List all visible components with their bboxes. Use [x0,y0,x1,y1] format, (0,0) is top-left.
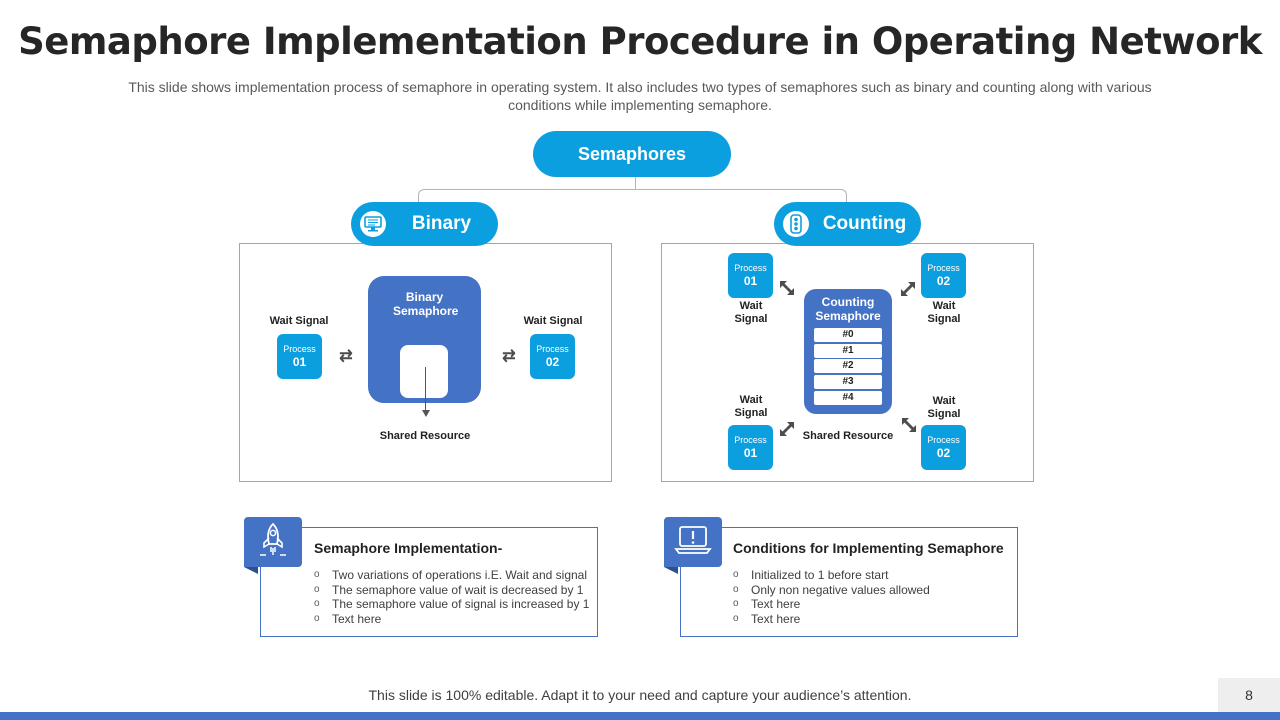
list-item-text: The semaphore value of wait is decreased… [332,582,584,597]
binary-resource-arrowhead [422,410,430,417]
conditions-card-title: Conditions for Implementing Semaphore [733,540,1004,556]
computer-icon [360,211,386,237]
bullet-icon: o [314,583,320,595]
counting-slot: #4 [814,391,882,405]
implementation-card-list: o Two variations of operations i.E. Wait … [314,568,594,626]
counting-slot: #1 [814,344,882,358]
bullet-icon: o [314,569,320,580]
conditions-card [680,527,1018,637]
process-number: 01 [743,274,758,288]
implementation-card-tab [244,517,302,567]
process-number: 02 [936,274,951,288]
root-label: Semaphores [577,143,687,164]
binary-pill: Binary [351,202,498,246]
list-item: o Text here [733,612,1013,627]
rocket-icon [256,522,290,563]
binary-semaphore-box: Binary Semaphore [368,276,481,403]
list-item-text: Only non negative values allowed [751,582,930,597]
conditions-card-tab [664,517,722,567]
list-item-text: Text here [751,611,801,626]
counting-top-right-arrows [901,282,915,296]
counting-process-bottom-right: Process 02 [921,425,966,470]
root-connector-branch [418,189,847,204]
process-label: Process [927,263,960,273]
semaphores-root-pill: Semaphores [533,131,731,177]
binary-shared-resource-label: Shared Resource [379,430,471,442]
list-item: o Two variations of operations i.E. Wait … [314,568,594,583]
traffic-light-icon [783,211,809,237]
binary-right-exchange-arrows: ⇄ [502,348,516,365]
list-item: o Initialized to 1 before start [733,568,1013,583]
binary-left-exchange-arrows: ⇄ [339,348,353,365]
binary-process-01: Process 01 [277,334,322,379]
footer-note: This slide is 100% editable. Adapt it to… [368,687,912,703]
implementation-card [260,527,598,637]
counting-slot: #0 [814,328,882,342]
list-item-text: Two variations of operations i.E. Wait a… [332,568,588,582]
binary-process-02: Process 02 [530,334,575,379]
process-number: 02 [545,355,560,369]
binary-resource-arrow [425,367,426,411]
bullet-icon: o [733,598,739,609]
binary-label: Binary [411,213,472,234]
counting-shared-resource-label: Shared Resource [802,430,894,442]
conditions-card-fold [664,567,678,574]
list-item: o Only non negative values allowed [733,583,1013,598]
binary-slot [400,345,448,398]
binary-left-wait-label: Wait Signal [269,315,329,327]
counting-semaphore-box: Counting Semaphore #0 #1 #2 #3 #4 [804,289,892,414]
counting-label: Counting [822,213,907,234]
implementation-card-title: Semaphore Implementation- [314,540,503,556]
counting-process-top-left: Process 01 [728,253,773,298]
counting-slot: #2 [814,359,882,373]
process-number: 01 [743,446,758,460]
counting-bottom-right-arrows [902,418,916,432]
list-item: o Text here [733,597,1013,612]
process-label: Process [536,344,569,354]
bottom-accent-bar [0,712,1280,720]
counting-process-top-right: Process 02 [921,253,966,298]
slide-subtitle: This slide shows implementation process … [128,79,1152,113]
counting-top-left-wait-label: Wait Signal [734,300,768,325]
binary-right-wait-label: Wait Signal [523,315,583,327]
page-number: 8 [1218,678,1280,712]
process-number: 01 [292,355,307,369]
list-item-text: Initialized to 1 before start [751,568,889,582]
laptop-alert-icon [673,523,713,562]
implementation-card-fold [244,567,258,574]
counting-bottom-right-wait-label: Wait Signal [927,395,961,420]
binary-semaphore-label: Binary Semaphore [393,290,459,318]
process-number: 02 [936,446,951,460]
list-item-text: Text here [751,597,801,611]
counting-slot: #3 [814,375,882,389]
bullet-icon: o [733,569,739,580]
process-label: Process [927,435,960,445]
process-label: Process [734,263,767,273]
list-item-text: The semaphore value of signal is increas… [332,597,590,611]
counting-semaphore-label: Counting Semaphore [815,295,881,323]
counting-top-left-arrows [780,281,794,295]
process-label: Process [734,435,767,445]
list-item-text: Text here [332,611,382,626]
counting-process-bottom-left: Process 01 [728,425,773,470]
list-item: o The semaphore value of wait is decrease… [314,583,594,598]
list-item: o The semaphore value of signal is increa… [314,597,594,612]
root-connector-stem [635,177,636,189]
bullet-icon: o [733,612,739,624]
list-item: o Text here [314,612,594,627]
slide-title: Semaphore Implementation Procedure in Op… [18,20,1262,63]
bullet-icon: o [314,598,320,609]
counting-bottom-left-wait-label: Wait Signal [734,394,768,419]
counting-bottom-left-arrows [780,422,794,436]
bullet-icon: o [733,583,739,595]
counting-pill: Counting [774,202,921,246]
bullet-icon: o [314,612,320,624]
counting-top-right-wait-label: Wait Signal [927,300,961,325]
process-label: Process [283,344,316,354]
